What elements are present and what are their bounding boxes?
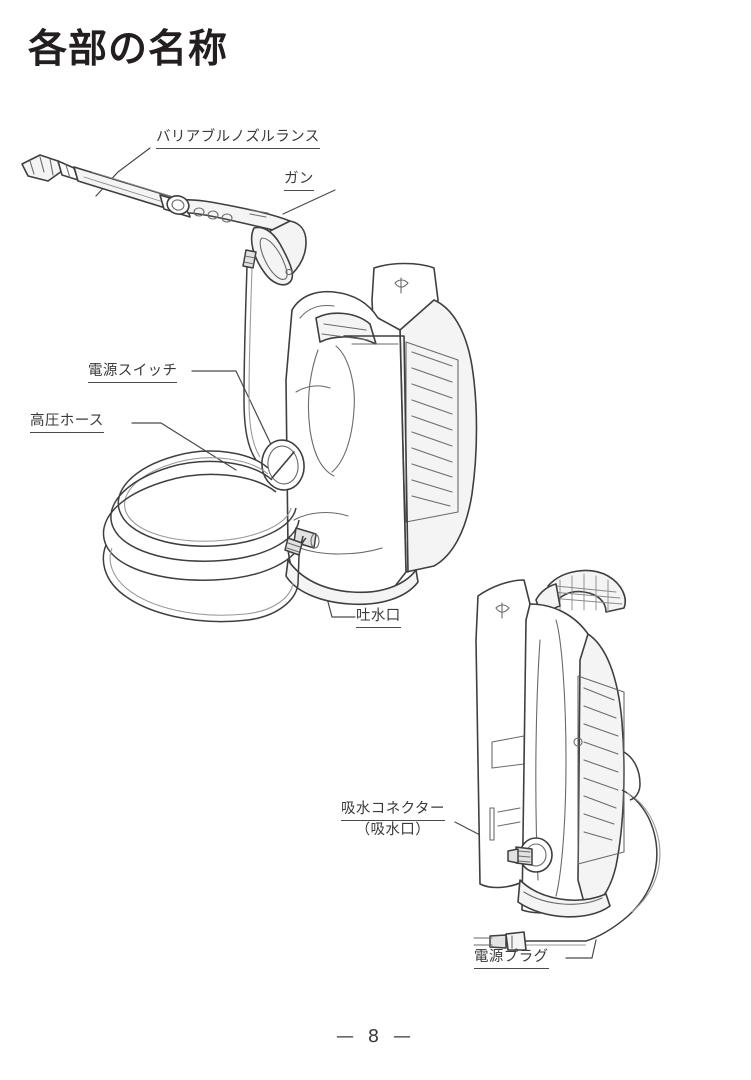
- pressure-washer-front-view: [261, 262, 478, 606]
- power-switch: [261, 439, 305, 491]
- callout-label-water-outlet: 吐水口: [356, 607, 401, 628]
- callout-label-intake-connector: 吸水コネクター: [341, 800, 445, 821]
- callout-label-power-switch: 電源スイッチ: [88, 362, 178, 383]
- callout-water-intake-connector: 吸水コネクター （吸水口）: [341, 800, 445, 840]
- callout-water-outlet: 吐水口: [356, 607, 401, 628]
- callout-label-high-pressure-hose: 高圧ホース: [30, 412, 104, 433]
- water-outlet: [293, 527, 320, 549]
- callout-variable-nozzle-lance: バリアブルノズルランス: [156, 128, 320, 149]
- callout-label-gun: ガン: [284, 170, 314, 191]
- callout-sublabel-intake-port: （吸水口）: [355, 822, 431, 838]
- high-pressure-hose: [102, 265, 307, 623]
- callout-power-switch: 電源スイッチ: [88, 362, 178, 383]
- callout-label-lance: バリアブルノズルランス: [156, 128, 320, 149]
- page-title: 各部の名称: [28, 27, 229, 72]
- callout-power-plug: 電源プラグ: [474, 948, 549, 969]
- pressure-washer-rear-view: [473, 569, 661, 951]
- page-footer: — 8 —: [336, 1026, 415, 1047]
- callout-spray-gun: ガン: [284, 170, 314, 191]
- callout-label-power-plug: 電源プラグ: [474, 948, 549, 969]
- spray-gun-assembly: [21, 154, 307, 286]
- power-cord: [506, 751, 661, 946]
- water-intake-connector: [507, 837, 553, 873]
- callout-high-pressure-hose: 高圧ホース: [30, 412, 104, 433]
